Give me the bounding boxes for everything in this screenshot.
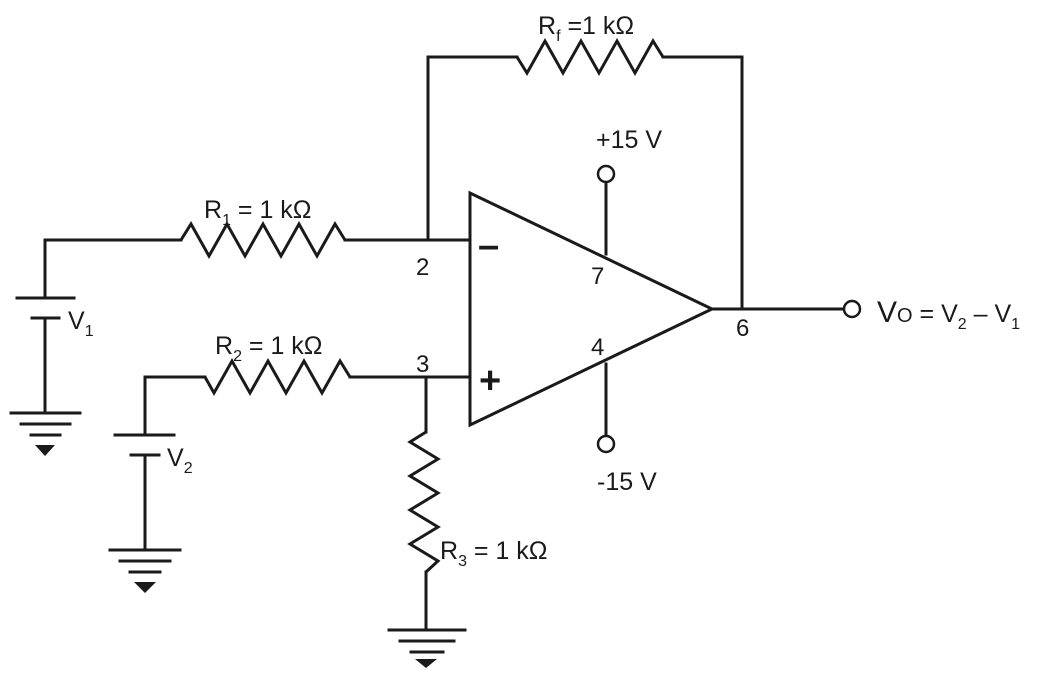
vpos-terminal [596, 164, 616, 184]
r1-wire-left [43, 238, 183, 300]
vpos-label: +15 V [596, 126, 662, 154]
resistor-rf [515, 37, 665, 77]
opamp-inverting-sign: – [478, 225, 499, 267]
ground-v2 [108, 548, 182, 593]
opamp-triangle [468, 190, 716, 428]
opamp-noninverting-sign: + [479, 360, 501, 402]
v1-label: V1 [68, 307, 94, 340]
v2-label: V2 [167, 444, 193, 477]
pin-3-label: 3 [416, 351, 429, 378]
resistor-r2 [203, 357, 352, 397]
ground-r3 [387, 628, 467, 668]
pin-2-label: 2 [416, 254, 429, 281]
feedback-wire-left [426, 55, 519, 242]
rf-label: Rf =1 kΩ [538, 12, 634, 45]
output-label: VO = V2 – V1 [877, 296, 1020, 333]
resistor-r1 [179, 220, 347, 260]
vneg-terminal [596, 434, 616, 454]
r2-label: R2 = 1 kΩ [215, 332, 323, 365]
pin-7-label: 7 [591, 263, 604, 290]
vneg-label: -15 V [597, 468, 657, 496]
output-terminal [842, 299, 862, 319]
pin-6-label: 6 [736, 315, 749, 342]
r3-label: R3 = 1 kΩ [440, 537, 548, 570]
feedback-wire-right [661, 55, 744, 311]
r1-label: R1 = 1 kΩ [204, 196, 312, 229]
resistor-r3 [407, 430, 441, 574]
r2-wire-left [143, 375, 207, 437]
pin-4-label: 4 [591, 334, 604, 361]
ground-v1 [9, 411, 82, 456]
